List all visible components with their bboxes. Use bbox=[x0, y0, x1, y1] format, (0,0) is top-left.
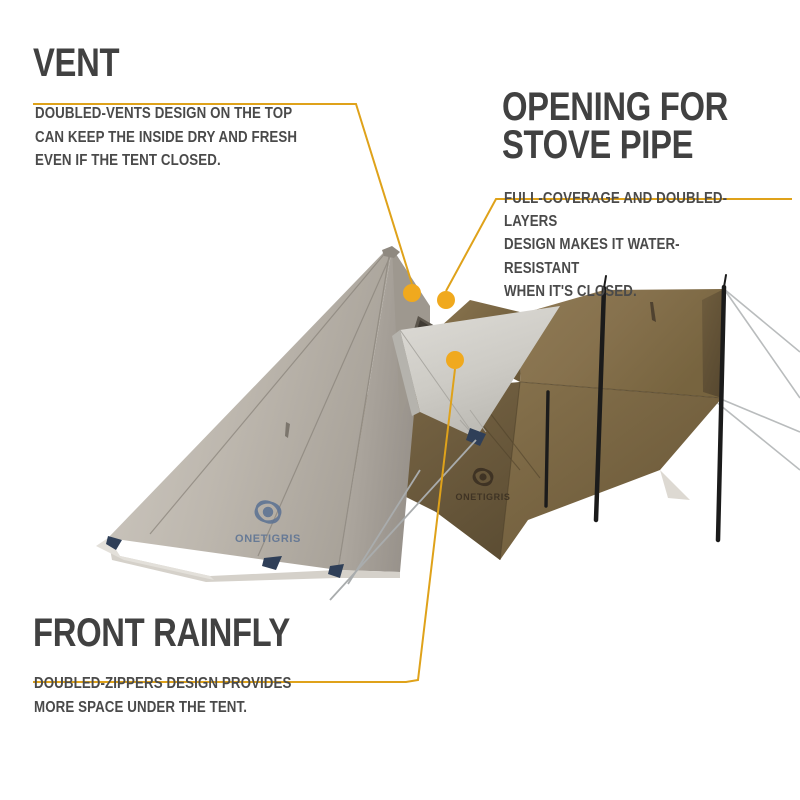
tarp-mid-pole bbox=[544, 390, 550, 508]
tarp-right-wall bbox=[702, 289, 724, 398]
guyline bbox=[723, 288, 800, 399]
callout-stove: OPENING FOR STOVE PIPE FULL-COVERAGE AND… bbox=[502, 85, 792, 303]
callout-stove-title: OPENING FOR STOVE PIPE bbox=[502, 85, 729, 168]
tarp-pipe-tab bbox=[650, 302, 656, 322]
logo-tarp-wordmark: ONETIGRIS bbox=[456, 492, 511, 502]
logo-brown-tarp: ONETIGRIS bbox=[456, 467, 511, 502]
callout-vent: VENT DOUBLED-VENTS DESIGN ON THE TOP CAN… bbox=[33, 41, 373, 172]
callout-vent-body: DOUBLED-VENTS DESIGN ON THE TOP CAN KEEP… bbox=[35, 105, 298, 169]
tarp-pole-left bbox=[593, 285, 607, 523]
tent-stake-right bbox=[660, 470, 690, 500]
tarp-top-panel bbox=[520, 289, 724, 398]
callout-stove-body: FULL-COVERAGE AND DOUBLED-LAYERS DESIGN … bbox=[504, 189, 728, 300]
guyline bbox=[723, 288, 800, 353]
callout-rainfly: FRONT RAINFLY DOUBLED-ZIPPERS DESIGN PRO… bbox=[33, 611, 423, 719]
tarp-pole-right bbox=[715, 284, 727, 543]
callout-rainfly-title: FRONT RAINFLY bbox=[33, 611, 290, 655]
rainfly-apex-fitting bbox=[466, 428, 486, 446]
callout-vent-title: VENT bbox=[33, 41, 120, 85]
callout-rainfly-body: DOUBLED-ZIPPERS DESIGN PROVIDES MORE SPA… bbox=[34, 675, 292, 716]
logo-tent-wordmark: ONETIGRIS bbox=[235, 533, 301, 545]
